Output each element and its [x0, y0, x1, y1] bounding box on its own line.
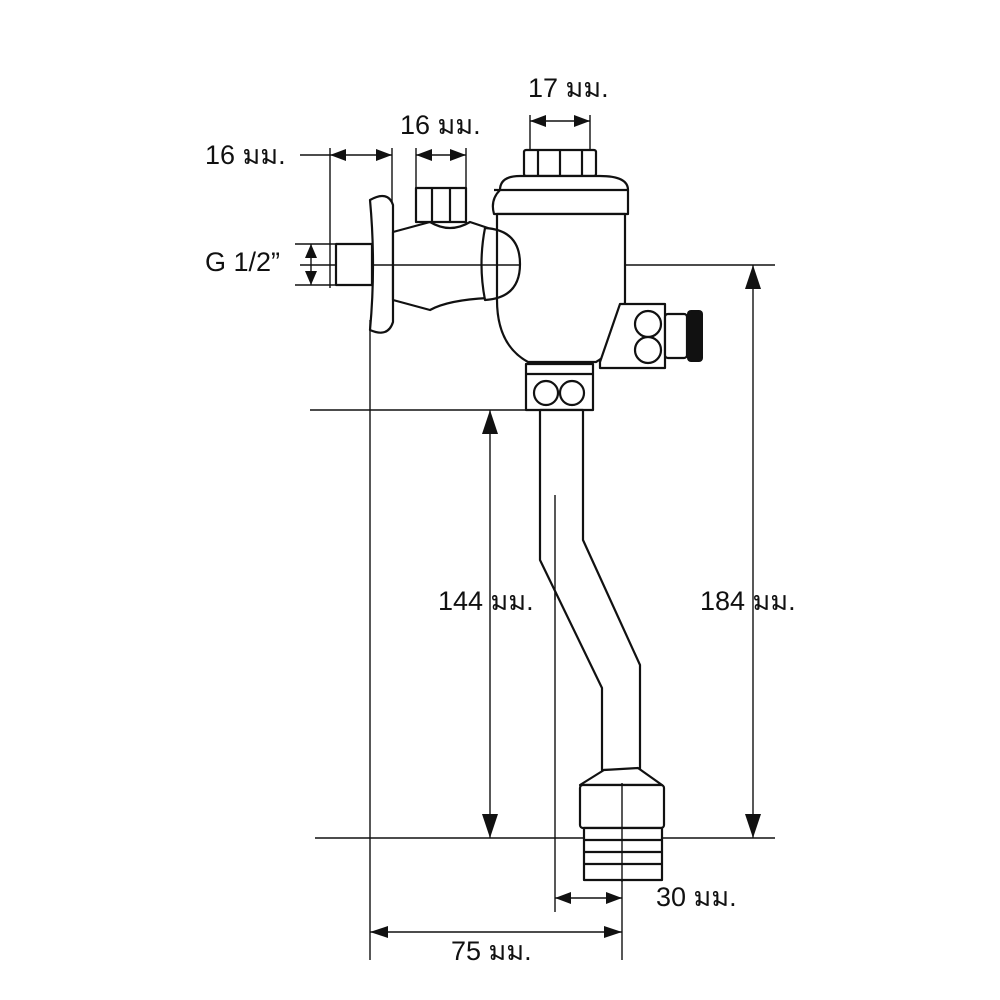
dimension-projection: 75 มม. [451, 936, 532, 966]
dimension-outlet-width: 30 มม. [656, 882, 737, 912]
dimension-inlet-thread: G 1/2” [205, 247, 281, 277]
dimension-outlet-height: 144 มม. [438, 586, 534, 616]
valve-body [334, 148, 703, 882]
dimension-inlet-nut-width: 16 มม. [400, 110, 481, 140]
center-lines [372, 264, 623, 882]
dimension-overall-height: 184 มม. [700, 586, 796, 616]
dimension-inlet-offset: 16 มม. [205, 140, 286, 170]
dimension-arrows [305, 115, 761, 938]
dimension-top-width: 17 มม. [528, 73, 609, 103]
